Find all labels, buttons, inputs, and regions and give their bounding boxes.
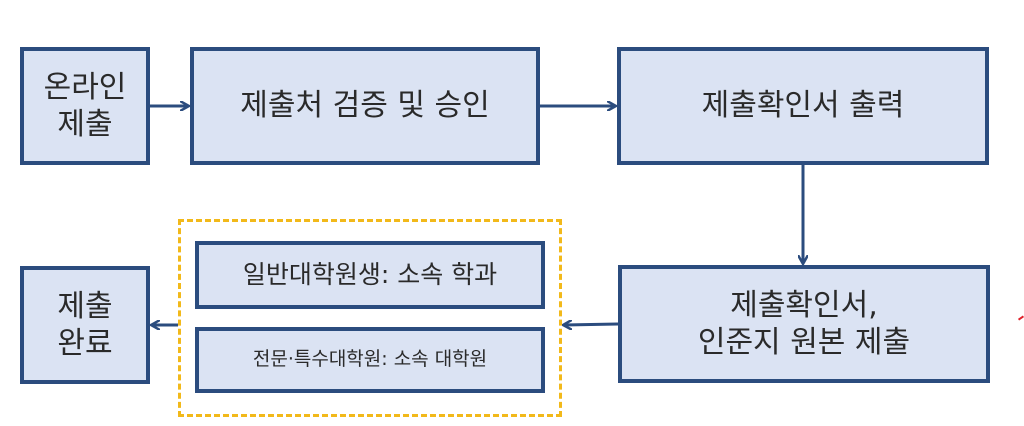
complete-node: 제출 완료 [20,266,150,384]
special-grad-label: 전문·특수대학원: 소속 대학원 [252,348,488,371]
special-grad-node: 전문·특수대학원: 소속 대학원 [195,327,545,393]
complete-line2: 완료 [57,326,113,361]
general-grad-node: 일반대학원생: 소속 학과 [195,241,545,309]
submit-originals-line1: 제출확인서, [730,287,878,323]
arrow-submit-to-dept [564,324,619,325]
complete-line1: 제출 [57,288,113,324]
online-submit-line2: 제출 [57,107,113,142]
print-confirmation-label: 제출확인서 출력 [701,88,905,124]
verify-approve-node: 제출처 검증 및 승인 [190,47,540,165]
online-submit-node: 온라인 제출 [20,47,150,165]
department-group-dashed-border [178,219,562,417]
print-confirmation-node: 제출확인서 출력 [617,47,989,165]
online-submit-line1: 온라인 [43,69,127,105]
submit-originals-node: 제출확인서, 인준지 원본 제출 [618,265,990,383]
verify-approve-label: 제출처 검증 및 승인 [240,88,490,124]
submit-originals-line2: 인준지 원본 제출 [697,325,911,360]
general-grad-label: 일반대학원생: 소속 학과 [242,260,498,290]
